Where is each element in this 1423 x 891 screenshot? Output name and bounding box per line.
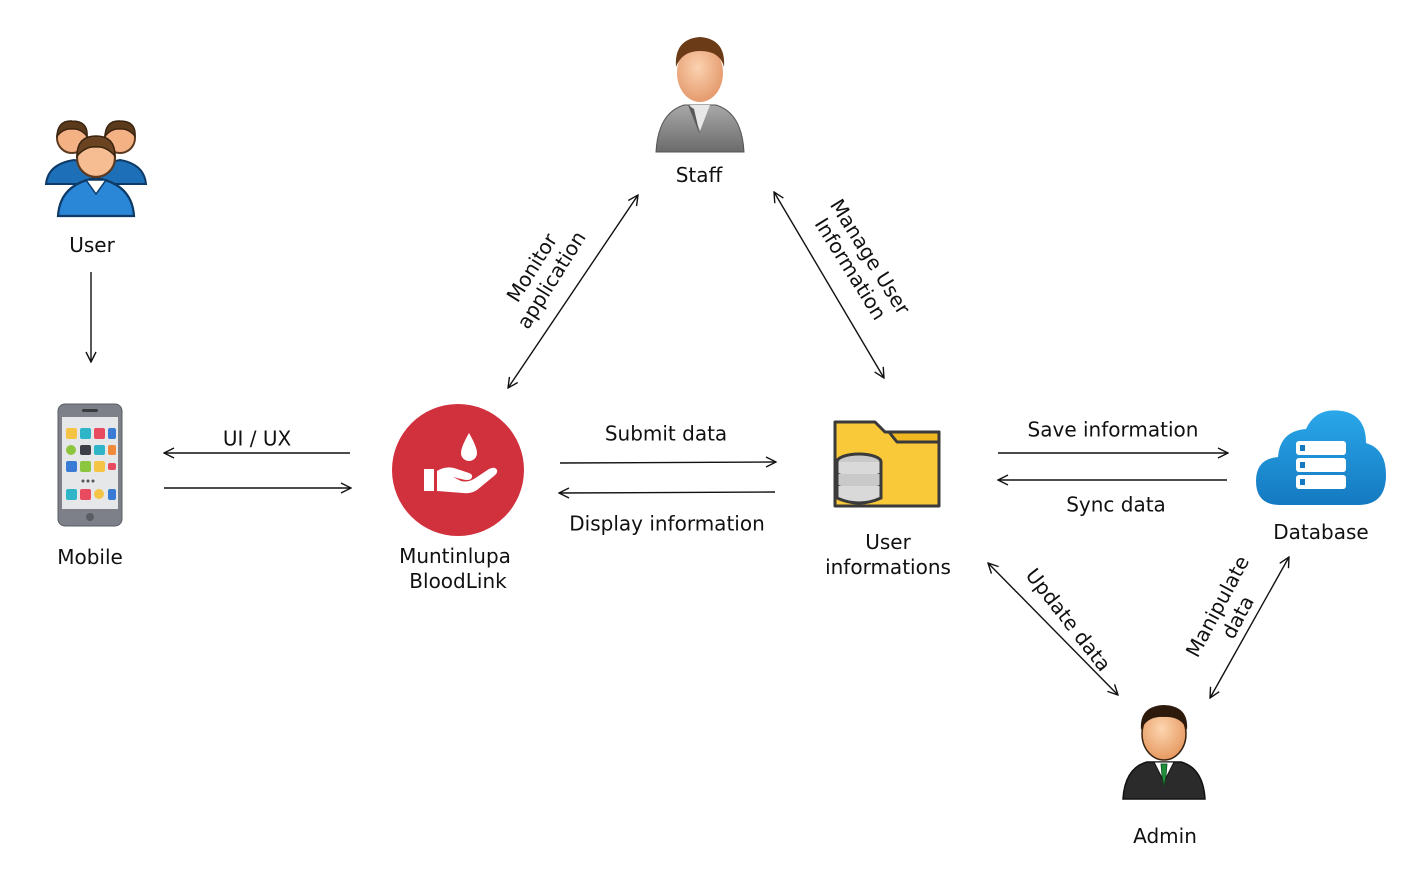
edge-label-sync-data: Sync data: [1066, 492, 1166, 517]
staff-person-icon: [655, 37, 745, 153]
admin-label: Admin: [1133, 824, 1197, 848]
edge-label-ui-ux: UI / UX: [222, 426, 292, 451]
admin-person-icon: [1122, 705, 1206, 800]
staff-label: Staff: [675, 163, 723, 187]
edge-manage-user-information: [774, 192, 884, 378]
edge-label-save-information: Save information: [1027, 417, 1199, 442]
smartphone-icon: [57, 403, 123, 527]
blood-donation-hand-icon: [392, 404, 524, 536]
users-group-icon: [44, 120, 148, 218]
database-label: Database: [1273, 520, 1369, 544]
edge-submit-data: [559, 462, 776, 463]
cloud-server-icon: [1256, 410, 1386, 505]
edge-label-submit-data: Submit data: [604, 421, 728, 446]
edge-manipulate-data: [1210, 557, 1289, 698]
edge-label-display-information: Display information: [569, 511, 765, 536]
mobile-label: Mobile: [57, 545, 123, 569]
edge-display-information: [559, 492, 776, 493]
edge-update-data: [988, 563, 1118, 695]
app-label-line1: Muntinlupa: [399, 544, 511, 568]
user-info-label-line2: informations: [825, 555, 951, 579]
folder-database-icon: [833, 420, 941, 508]
app-label-line2: BloodLink: [409, 569, 507, 593]
user-label: User: [69, 233, 115, 257]
edge-monitor-application: [508, 195, 638, 388]
user-info-label-line1: User: [865, 530, 911, 554]
